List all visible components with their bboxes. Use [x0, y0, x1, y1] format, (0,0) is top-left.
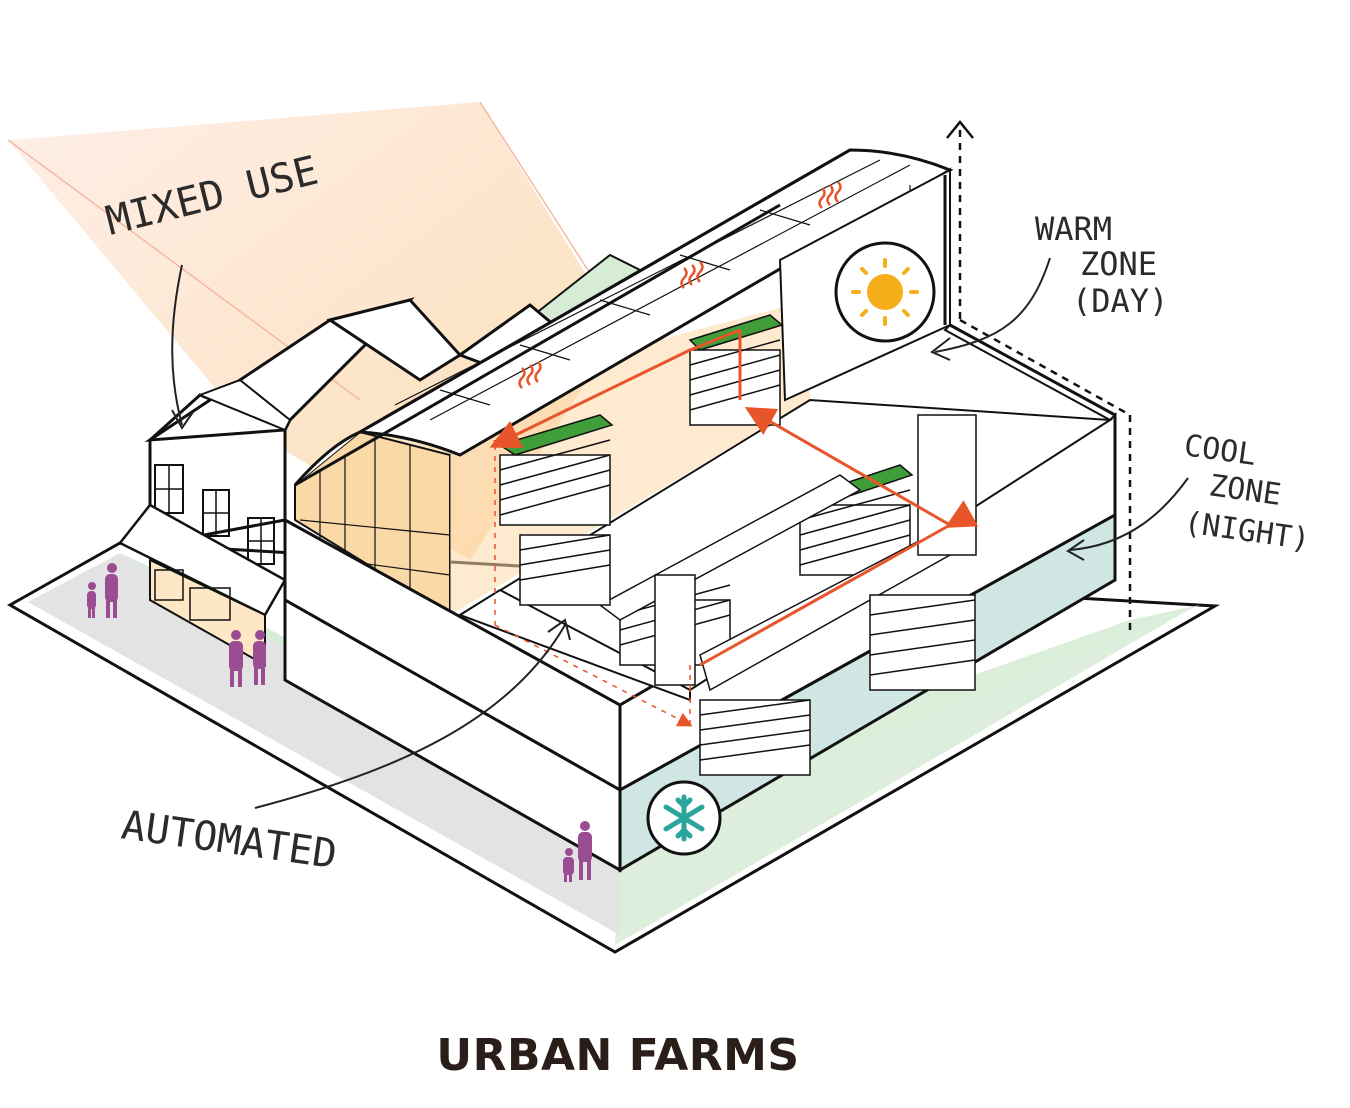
cool-zone-label: COOL ZONE (NIGHT): [1182, 428, 1312, 557]
svg-text:(NIGHT): (NIGHT): [1182, 505, 1312, 557]
sun-icon: [834, 241, 936, 343]
automation-flow: [489, 328, 979, 727]
svg-text:COOL: COOL: [1182, 428, 1258, 473]
heat-wave-icon: [518, 181, 842, 389]
pedestrians: [87, 563, 592, 882]
svg-text:ZONE: ZONE: [1207, 468, 1283, 513]
svg-text:WARM: WARM: [1035, 210, 1112, 248]
svg-text:(DAY): (DAY): [1072, 282, 1168, 320]
automated-label: AUTOMATED: [119, 802, 340, 878]
annotation-arrows: [171, 257, 1189, 809]
snowflake-icon: [646, 780, 722, 856]
growing-racks: [498, 314, 977, 776]
svg-text:ZONE: ZONE: [1080, 245, 1157, 283]
page-title: URBAN FARMS: [436, 1030, 800, 1081]
warm-zone-label: WARM ZONE (DAY): [1035, 210, 1168, 320]
mixed-use-building: [118, 297, 563, 667]
